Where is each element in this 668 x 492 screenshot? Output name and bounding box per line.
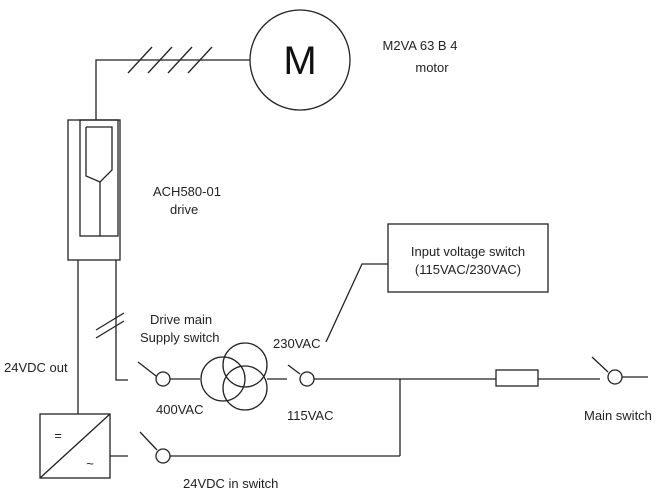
fuse-symbol [495,369,539,387]
motor-model-label: M2VA 63 B 4 [383,38,458,53]
input-voltage-switch-box [387,223,549,293]
ac-symbol: ~ [86,456,94,471]
transformer-symbol [200,342,268,411]
motor-symbol: M [283,39,316,83]
power-supply-unit: = ~ [39,413,111,479]
drive-main-supply-switch [137,361,200,387]
drive-model-label: ACH580-01 [153,184,221,199]
drive-main-label-line2: Supply switch [140,330,219,345]
motor: M [249,9,351,111]
callout-line [325,263,390,343]
main-switch [591,356,648,385]
v400-label: 400VAC [156,402,203,417]
dc-out-label: 24VDC out [4,360,68,375]
voltage-selector-switch [267,364,496,387]
dc-symbol: = [54,428,62,443]
v115-label: 115VAC [287,408,334,423]
v230-label: 230VAC [273,336,320,351]
motor-caption: motor [415,60,449,75]
input-voltage-switch-title: Input voltage switch [411,244,525,259]
drive-supply-cable [95,260,128,381]
main-switch-label: Main switch [584,408,652,423]
motor-feed-cable [95,46,250,120]
drive-main-label-line1: Drive main [150,312,212,327]
drive-unit [67,119,121,261]
dc-in-branch [110,379,401,464]
drive-caption: drive [170,202,198,217]
input-voltage-switch-range: (115VAC/230VAC) [415,262,521,277]
dc-in-switch-label: 24VDC in switch [183,476,278,491]
